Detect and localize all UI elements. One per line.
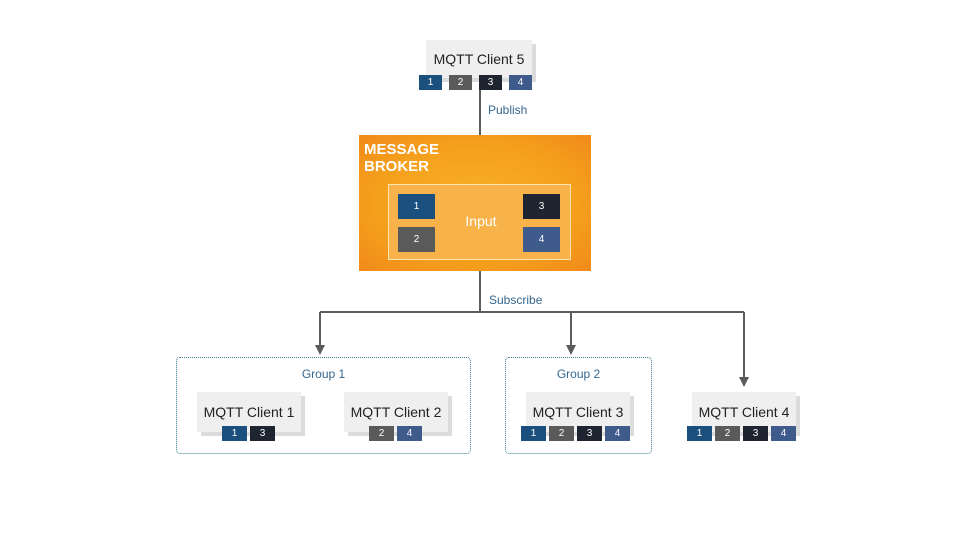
message-chip: 1 bbox=[419, 75, 442, 90]
queue-message: 1 bbox=[398, 194, 435, 219]
group-label: Group 2 bbox=[556, 367, 601, 381]
broker-title: MESSAGE BROKER bbox=[364, 141, 440, 175]
subscriber-client-3: MQTT Client 3 bbox=[526, 392, 630, 432]
message-chip: 4 bbox=[397, 426, 422, 441]
message-chip: 4 bbox=[771, 426, 796, 441]
message-chip: 1 bbox=[687, 426, 712, 441]
message-chip: 2 bbox=[549, 426, 574, 441]
subscriber-client-2: MQTT Client 2 bbox=[344, 392, 448, 432]
queue-message: 3 bbox=[523, 194, 560, 219]
client-4-messages: 1 2 3 4 bbox=[687, 426, 796, 441]
message-chip: 4 bbox=[605, 426, 630, 441]
subscriber-client-1: MQTT Client 1 bbox=[197, 392, 301, 432]
subscriber-client-4: MQTT Client 4 bbox=[692, 392, 796, 432]
client-name: MQTT Client 3 bbox=[532, 404, 624, 420]
message-chip: 4 bbox=[509, 75, 532, 90]
publisher-messages: 1 2 3 4 bbox=[419, 75, 532, 90]
publish-label: Publish bbox=[488, 103, 528, 117]
client-2-messages: 2 4 bbox=[369, 426, 422, 441]
message-chip: 2 bbox=[449, 75, 472, 90]
group-label: Group 1 bbox=[301, 367, 346, 381]
message-chip: 3 bbox=[250, 426, 275, 441]
message-chip: 1 bbox=[222, 426, 247, 441]
message-chip: 2 bbox=[369, 426, 394, 441]
message-broker: MESSAGE BROKER 1 2 3 4 Input bbox=[359, 135, 591, 271]
publisher-name: MQTT Client 5 bbox=[433, 51, 525, 67]
queue-message: 4 bbox=[523, 227, 560, 252]
client-name: MQTT Client 1 bbox=[203, 404, 295, 420]
group-2: Group 2 bbox=[505, 357, 652, 454]
queue-message: 2 bbox=[398, 227, 435, 252]
message-chip: 3 bbox=[743, 426, 768, 441]
message-chip: 3 bbox=[577, 426, 602, 441]
client-3-messages: 1 2 3 4 bbox=[521, 426, 630, 441]
input-label: Input bbox=[465, 213, 497, 229]
publisher-client-5: MQTT Client 5 bbox=[426, 40, 532, 78]
broker-input-queue: 1 2 3 4 Input bbox=[388, 184, 571, 260]
client-1-messages: 1 3 bbox=[222, 426, 275, 441]
message-chip: 3 bbox=[479, 75, 502, 90]
client-name: MQTT Client 4 bbox=[698, 404, 790, 420]
client-name: MQTT Client 2 bbox=[350, 404, 442, 420]
message-chip: 2 bbox=[715, 426, 740, 441]
message-chip: 1 bbox=[521, 426, 546, 441]
group-1: Group 1 bbox=[176, 357, 471, 454]
subscribe-label: Subscribe bbox=[489, 293, 543, 307]
